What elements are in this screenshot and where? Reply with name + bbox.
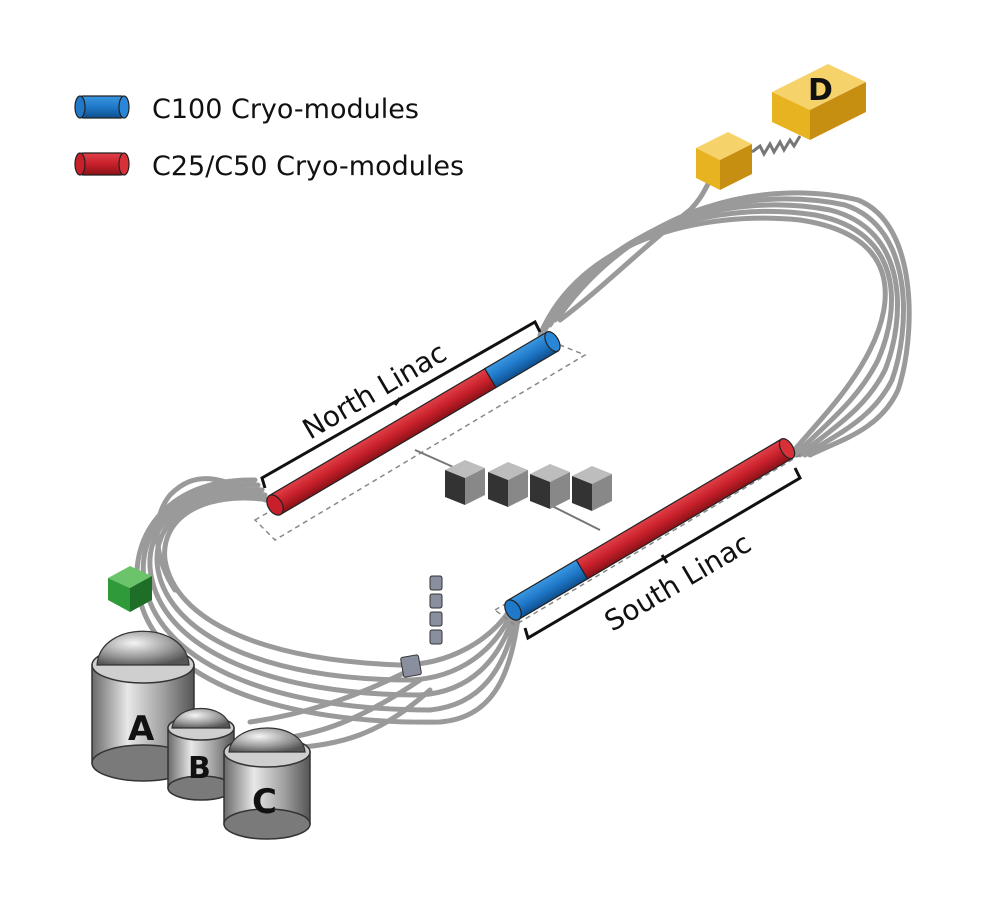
legend-c25c50-label: C25/C50 Cryo-modules bbox=[152, 151, 464, 182]
legend-c25c50-swatch-icon bbox=[74, 152, 130, 176]
hall-d-label: D bbox=[808, 73, 833, 108]
hall-c-label: C bbox=[252, 782, 277, 822]
injector-cube-icon bbox=[108, 566, 152, 612]
north-linac-c25c50-module bbox=[266, 367, 497, 516]
hall-a-building-icon bbox=[91, 630, 195, 782]
hall-b-label: B bbox=[188, 751, 211, 786]
hall-d-building-icon bbox=[772, 64, 866, 140]
hall-a-label: A bbox=[128, 709, 155, 749]
hall-d-tagger-icon bbox=[696, 132, 752, 190]
hall-b-building-icon bbox=[167, 708, 235, 801]
hall-c-building-icon bbox=[223, 727, 311, 840]
north-linac-bracket bbox=[260, 319, 542, 489]
north-linac-cryomodules bbox=[266, 331, 561, 516]
south-linac-c100-module bbox=[504, 559, 589, 621]
north-linac-c100-module bbox=[484, 331, 561, 389]
legend-c100-swatch-icon bbox=[74, 95, 130, 119]
south-linac-c25c50-module bbox=[575, 438, 796, 580]
south-linac-cryomodules bbox=[504, 438, 796, 621]
north-linac-label: North Linac bbox=[297, 336, 452, 446]
hall-d-beamline-spring-icon bbox=[751, 135, 802, 158]
legend-c100-label: C100 Cryo-modules bbox=[152, 94, 419, 125]
central-rf-blocks-icon bbox=[445, 460, 612, 511]
south-linac-bracket bbox=[523, 467, 802, 641]
recirculation-arcs bbox=[134, 177, 912, 751]
spreader-magnets-icon bbox=[400, 575, 443, 678]
